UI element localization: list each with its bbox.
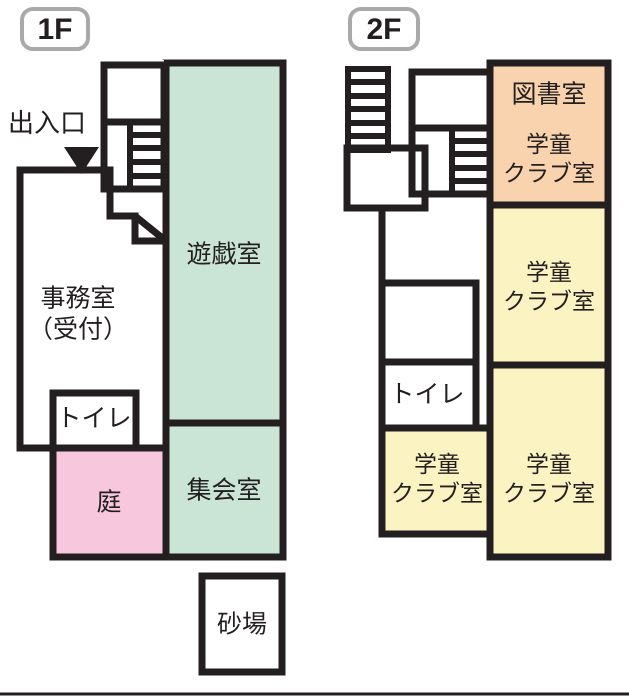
staircase-2f-center <box>449 125 493 197</box>
corridor-top-block-1f <box>112 60 164 112</box>
corridor-room-2f <box>378 279 480 366</box>
floor-plan-1f: 出入口 遊戯室 事務室 （受付） トイレ 庭 集会室 砂場 <box>8 59 287 676</box>
room-club-right-upper-line1: 学童 <box>526 259 572 285</box>
toilet-1f-wall <box>53 389 140 448</box>
room-assembly-label: 集会室 <box>186 477 261 505</box>
entrance-marker-1f: 出入口 <box>8 108 99 174</box>
room-club-left-label: 学童 クラブ室 <box>391 451 483 506</box>
floor-badge-1f-box <box>20 7 90 51</box>
floor-badge-2f: 2F <box>348 7 420 51</box>
room-toilet-2f-label: トイレ <box>389 381 464 409</box>
room-club-right-upper-label: 学童 クラブ室 <box>503 259 595 314</box>
room-office-label-line2: （受付） <box>28 316 128 344</box>
floor-badge-2f-label: 2F <box>366 13 401 46</box>
floor-badge-1f: 1F <box>20 7 90 51</box>
stair-step-2f-left-6 <box>345 133 391 153</box>
room-sandbox-label: 砂場 <box>217 611 267 639</box>
room-playroom-shape <box>162 59 287 427</box>
entrance-label: 出入口 <box>8 108 86 138</box>
room-library-club-label: 図書室 学童 クラブ室 <box>503 81 595 186</box>
room-club-right-upper-line2: クラブ室 <box>503 288 595 314</box>
floor-badge-1f-label: 1F <box>37 13 72 46</box>
room-club-right-lower-line2: クラブ室 <box>503 480 595 506</box>
room-garden-label: 庭 <box>96 489 121 517</box>
room-club-right-lower-shape <box>486 361 612 561</box>
staircase-2f-left <box>345 66 391 153</box>
room-club-left-line2: クラブ室 <box>391 480 483 506</box>
room-club-right-lower-label: 学童 クラブ室 <box>503 451 595 506</box>
room-library-club-line2: 学童 <box>526 131 572 157</box>
room-playroom-label: 遊戯室 <box>186 241 261 269</box>
room-toilet-1f-label: トイレ <box>56 405 131 433</box>
room-library-club-line3: クラブ室 <box>503 160 595 186</box>
triangle-down-icon <box>64 147 99 174</box>
office-left-wall <box>16 170 53 452</box>
floor-plan-2f: 図書室 学童 クラブ室 学童 クラブ室 学童 クラブ室 学童 クラブ室 トイレ <box>343 59 612 561</box>
floor-badge-2f-box <box>348 7 420 51</box>
outer-right-wall-1f <box>166 59 287 557</box>
room-club-left-line1: 学童 <box>414 451 460 477</box>
room-club-right-lower-line1: 学童 <box>526 451 572 477</box>
room-library-label: 図書室 <box>511 81 586 109</box>
vestibule-box-2f <box>408 68 494 132</box>
room-sandbox-shape <box>198 572 286 676</box>
room-office-label: 事務室 （受付） <box>28 285 128 344</box>
room-office-label-line1: 事務室 <box>40 285 115 313</box>
